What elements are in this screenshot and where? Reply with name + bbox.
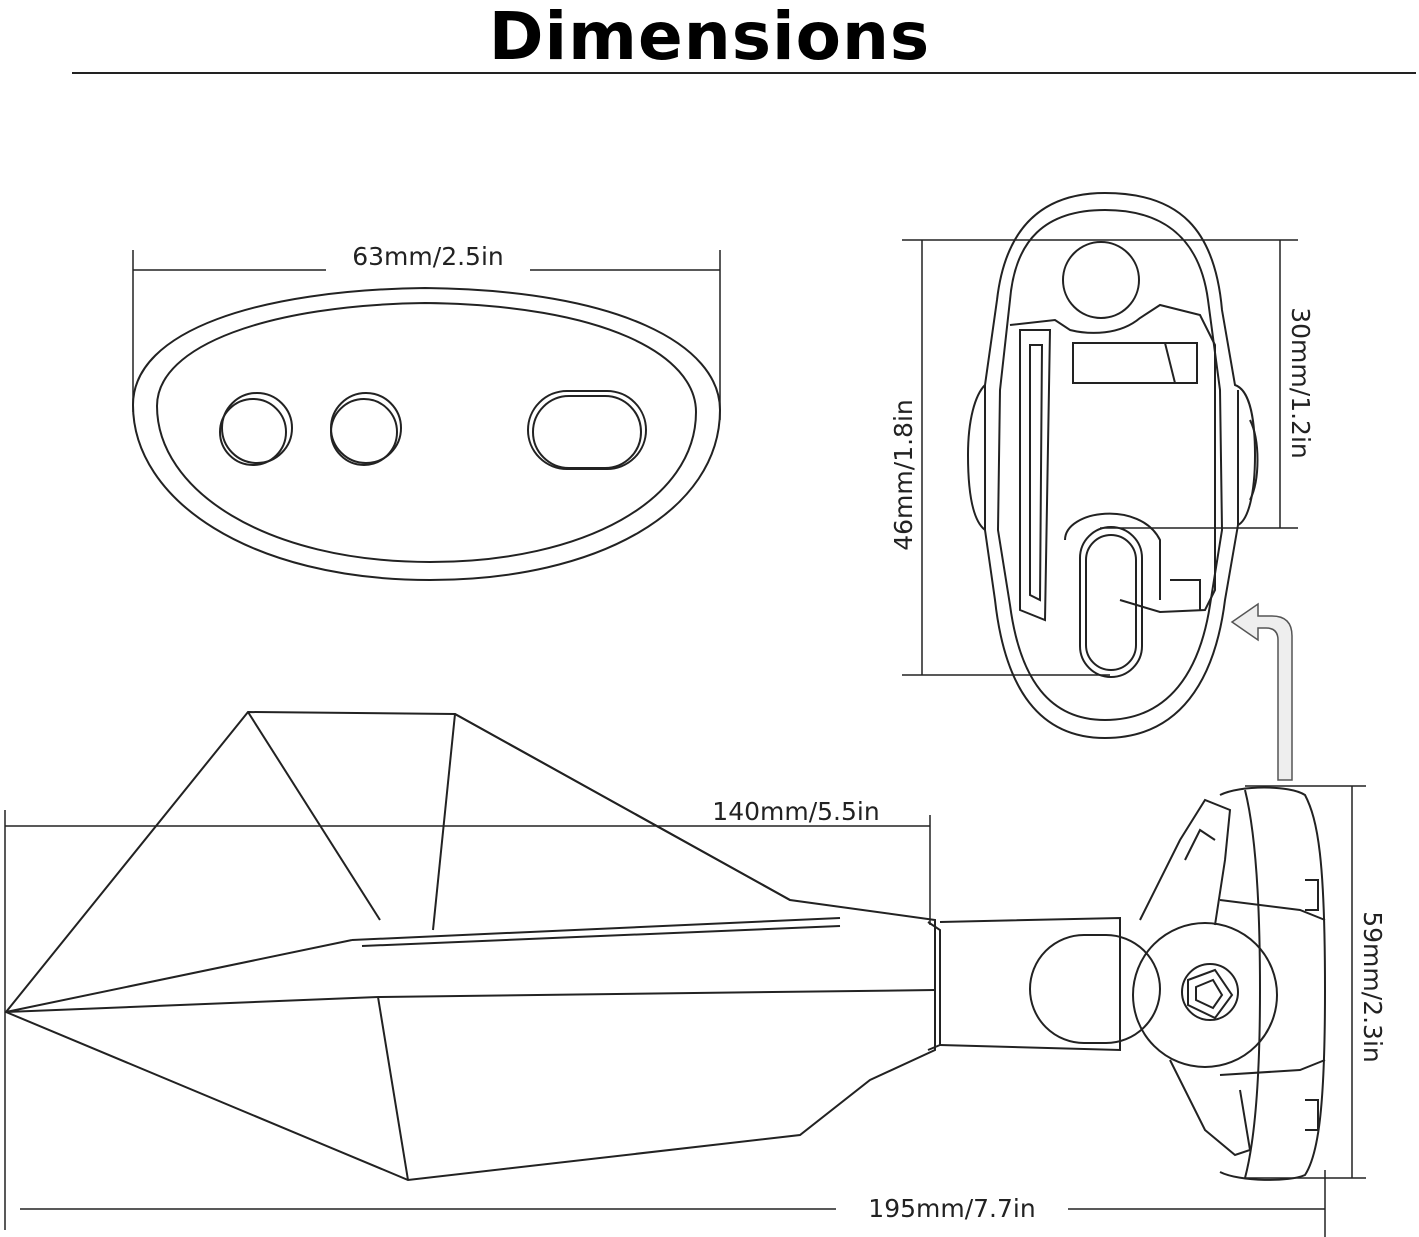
base-width-label: 63mm/2.5in: [352, 242, 504, 271]
mount-height-dimension: [902, 239, 1298, 676]
overall-length-dimension: [4, 1050, 1326, 1237]
view-arrow: [1230, 602, 1293, 781]
arm-length-dimension: [4, 810, 931, 1050]
hole-spacing-dimension: [1100, 240, 1298, 529]
mirror-height-dimension: [1245, 785, 1366, 1179]
hole-spacing-label: 30mm/1.2in: [1286, 307, 1315, 459]
overall-length-label: 195mm/7.7in: [868, 1194, 1035, 1223]
page-title: Dimensions: [488, 0, 931, 75]
base-plate: [131, 286, 722, 582]
base-width-dimension: [132, 250, 721, 420]
mirror-height-label: 59mm/2.3in: [1358, 911, 1387, 1063]
mount-bracket: [966, 191, 1259, 740]
mount-height-label: 46mm/1.8in: [889, 399, 918, 551]
arm-length-label: 140mm/5.5in: [712, 797, 879, 826]
mirror-body: [4, 710, 1327, 1182]
